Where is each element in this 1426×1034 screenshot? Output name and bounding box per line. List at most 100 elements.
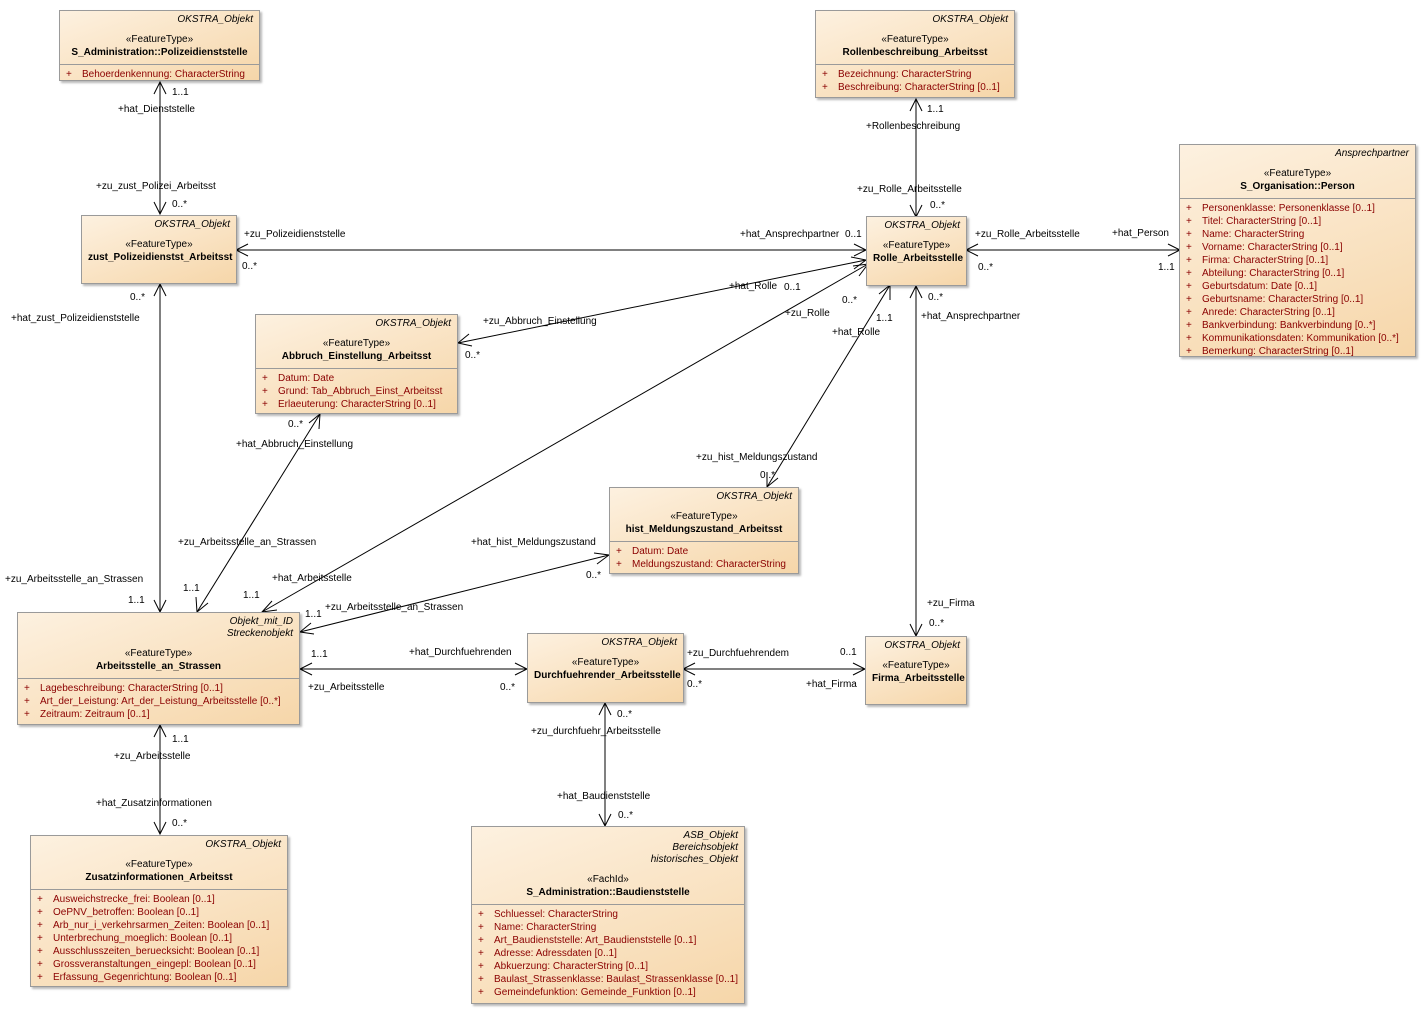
- class-name: zust_Polizeidienstst_Arbeitsst: [88, 252, 233, 263]
- attribute-compartment: +Bezeichnung: CharacterString+Beschreibu…: [816, 64, 1014, 97]
- attribute-text: Ausschlusszeiten_beruecksicht: Boolean […: [53, 946, 260, 957]
- class-zust-polizeidienstst[interactable]: OKSTRA_Objekt«FeatureType»zust_Polizeidi…: [81, 215, 237, 284]
- multiplicity-label: 0..*: [687, 679, 703, 690]
- public-visibility-marker: +: [822, 69, 828, 80]
- attribute-row: +Baulast_Strassenklasse: Baulast_Strasse…: [476, 973, 740, 986]
- role-label: +zu_Arbeitsstelle_an_Strassen: [325, 602, 464, 613]
- role-label: +hat_Abbruch_Einstellung: [236, 439, 354, 450]
- attribute-text: Vorname: CharacterString [0..1]: [1202, 242, 1343, 253]
- public-visibility-marker: +: [1186, 255, 1192, 266]
- attribute-row: +Kommunikationsdaten: Kommunikation [0..…: [1184, 332, 1411, 345]
- role-label: +Rollenbeschreibung: [866, 121, 961, 132]
- multiplicity-label: 1..1: [1158, 262, 1175, 273]
- class-durchfuehrender[interactable]: OKSTRA_Objekt«FeatureType»Durchfuehrende…: [527, 633, 684, 703]
- multiplicity-label: 1..1: [172, 734, 189, 745]
- attribute-text: Geburtsname: CharacterString [0..1]: [1202, 294, 1364, 305]
- attribute-row: + Geburtsname: CharacterString [0..1]: [1184, 293, 1411, 306]
- class-stereotype: «FeatureType»: [322, 338, 391, 349]
- class-name: S_Organisation::Person: [1240, 181, 1355, 192]
- class-tag: Objekt_mit_ID: [229, 616, 293, 627]
- role-label: +zu_Arbeitsstelle: [308, 682, 385, 693]
- role-label: +zu_Rolle_Arbeitsstelle: [975, 229, 1080, 240]
- class-hist-meldungszustand[interactable]: OKSTRA_Objekt«FeatureType»hist_Meldungsz…: [609, 487, 799, 574]
- attribute-row: +Grossveranstaltungen_eingepl: Boolean […: [35, 958, 283, 971]
- attribute-text: Name: CharacterString: [494, 922, 597, 933]
- class-tag: OKSTRA_Objekt: [884, 220, 960, 231]
- class-header: OKSTRA_Objekt«FeatureType»Durchfuehrende…: [528, 634, 683, 687]
- multiplicity-label: 0..*: [618, 810, 634, 821]
- attribute-row: +Arb_nur_i_verkehrsarmen_Zeiten: Boolean…: [35, 919, 283, 932]
- public-visibility-marker: +: [24, 696, 30, 707]
- attribute-text: Arb_nur_i_verkehrsarmen_Zeiten: Boolean …: [53, 920, 270, 931]
- attribute-text: Behoerdenkennung: CharacterString: [82, 69, 245, 80]
- class-name: Zusatzinformationen_Arbeitsst: [85, 872, 233, 883]
- attribute-row: +Behoerdenkennung: CharacterString: [64, 68, 255, 81]
- arrow-head: [308, 412, 321, 430]
- public-visibility-marker: +: [478, 987, 484, 998]
- class-abbruch-einstellung[interactable]: OKSTRA_Objekt«FeatureType»Abbruch_Einste…: [255, 314, 458, 414]
- attribute-text: Ausweichstrecke_frei: Boolean [0..1]: [53, 894, 215, 905]
- attribute-row: +Schluessel: CharacterString: [476, 908, 740, 921]
- attribute-text: Lagebeschreibung: CharacterString [0..1]: [40, 683, 223, 694]
- public-visibility-marker: +: [262, 399, 268, 410]
- role-label: +hat_Arbeitsstelle: [272, 573, 352, 584]
- attribute-row: +Unterbrechung_moeglich: Boolean [0..1]: [35, 932, 283, 945]
- role-label: +zu_zust_Polizei_Arbeitsst: [96, 181, 216, 192]
- class-name: Abbruch_Einstellung_Arbeitsst: [281, 351, 432, 362]
- multiplicity-label: 1..1: [927, 104, 944, 115]
- public-visibility-marker: +: [1186, 294, 1192, 305]
- public-visibility-marker: +: [478, 935, 484, 946]
- role-label: +hat_Rolle: [729, 281, 778, 292]
- assoc-arbeitsstelle-hist: [299, 554, 610, 633]
- multiplicity-label: 0..1: [840, 647, 857, 658]
- attribute-text: Zeitraum: Zeitraum [0..1]: [40, 709, 150, 720]
- public-visibility-marker: +: [37, 894, 43, 905]
- class-header: OKSTRA_Objekt«FeatureType»S_Administrati…: [60, 11, 259, 64]
- class-tagged-values: OKSTRA_Objekt: [66, 14, 253, 26]
- attribute-compartment: + Ausweichstrecke_frei: Boolean [0..1]+Oe…: [31, 889, 287, 987]
- role-label: +zu_Rolle_Arbeitsstelle: [857, 184, 962, 195]
- class-tag: OKSTRA_Objekt: [154, 219, 230, 230]
- public-visibility-marker: +: [37, 907, 43, 918]
- class-tag: ASB_Objekt: [683, 830, 738, 841]
- class-stereotype: «FeatureType»: [881, 34, 949, 45]
- class-firma-arbeitsstelle[interactable]: OKSTRA_Objekt«FeatureType»Firma_Arbeitss…: [865, 636, 967, 705]
- public-visibility-marker: +: [1186, 333, 1192, 344]
- class-tagged-values: Ansprechpartner: [1186, 148, 1409, 160]
- attribute-row: +OePNV_betroffen: Boolean [0..1]: [35, 906, 283, 919]
- attribute-row: +Name: CharacterString: [1184, 228, 1411, 241]
- class-tag: historisches_Objekt: [650, 854, 738, 865]
- arrow-head: [153, 201, 167, 216]
- arrow-head: [153, 282, 167, 297]
- class-rollenbeschreibung[interactable]: OKSTRA_Objekt«FeatureType»Rollenbeschrei…: [815, 10, 1015, 98]
- class-rolle-arbeitsstelle[interactable]: OKSTRA_Objekt«FeatureType»Rolle_Arbeitss…: [866, 216, 967, 286]
- class-person[interactable]: Ansprechpartner «FeatureType» S_Organisati…: [1179, 144, 1416, 357]
- class-stereotype: «FeatureType»: [1263, 168, 1332, 179]
- multiplicity-label: 0..*: [760, 470, 776, 481]
- public-visibility-marker: +: [1186, 268, 1192, 279]
- multiplicity-label: 0..*: [242, 261, 258, 272]
- multiplicity-label: 0..*: [288, 419, 304, 430]
- class-zusatzinformationen[interactable]: OKSTRA_Objekt«FeatureType»Zusatzinformat…: [30, 835, 288, 987]
- attribute-row: +Art_der_Leistung: Art_der_Leistung_Arbe…: [22, 695, 295, 708]
- class-tag: OKSTRA_Objekt: [601, 637, 677, 648]
- attribute-row: +Lagebeschreibung: CharacterString [0..1…: [22, 682, 295, 695]
- arrow-head: [153, 723, 167, 738]
- public-visibility-marker: +: [262, 373, 268, 384]
- class-tag: OKSTRA_Objekt: [884, 640, 960, 651]
- attribute-row: +Bemerkung: CharacterString [0..1]: [1184, 345, 1411, 358]
- attribute-row: +Ausschlusszeiten_beruecksicht: Boolean …: [35, 945, 283, 958]
- public-visibility-marker: +: [24, 709, 30, 720]
- attribute-text: Abteilung: CharacterString [0..1]: [1202, 268, 1345, 279]
- class-polizeidienststelle[interactable]: OKSTRA_Objekt«FeatureType»S_Administrati…: [59, 10, 260, 81]
- multiplicity-label: 1..1: [172, 87, 189, 98]
- role-label: +zu_Abbruch_Einstellung: [483, 316, 597, 327]
- class-tag: OKSTRA_Objekt: [177, 14, 253, 25]
- attribute-row: +Adresse: Adressdaten [0..1]: [476, 947, 740, 960]
- attribute-text: Beschreibung: CharacterString [0..1]: [838, 82, 1000, 93]
- role-label: +hat_Baudienststelle: [557, 791, 651, 802]
- public-visibility-marker: +: [262, 386, 268, 397]
